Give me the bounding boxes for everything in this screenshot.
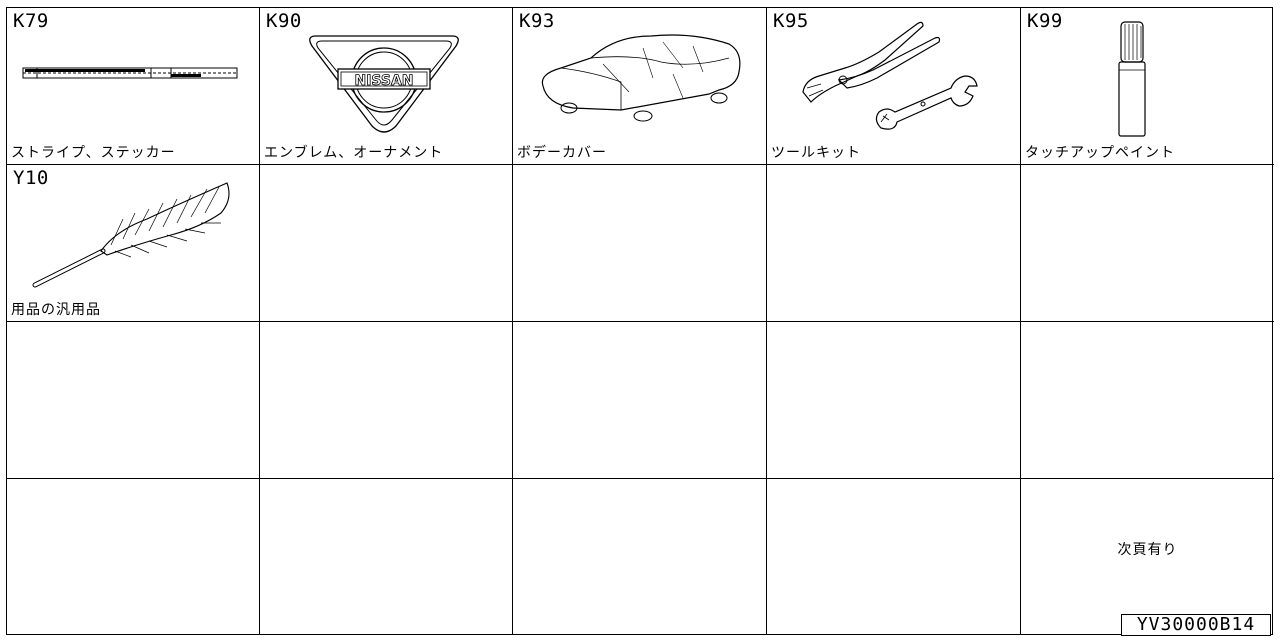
part-code: K95 [773, 10, 809, 32]
empty-cell [513, 165, 767, 322]
empty-cell [513, 479, 767, 634]
catalog-cell-y10[interactable]: Y10 用品の汎用品 [7, 165, 260, 322]
catalog-cell-k99[interactable]: K99 タッチアップペイント [1021, 8, 1274, 165]
car-cover-icon [541, 34, 741, 122]
catalog-cell-k95[interactable]: K95 ツールキット [767, 8, 1021, 165]
part-code: K90 [266, 10, 302, 32]
empty-cell [7, 479, 260, 634]
empty-cell [7, 322, 260, 479]
next-page-note: 次頁有り [1117, 542, 1178, 558]
empty-cell [513, 322, 767, 479]
empty-cell [767, 479, 1021, 634]
part-code: K99 [1027, 10, 1063, 32]
next-page-cell[interactable]: 次頁有り [1021, 479, 1274, 634]
emblem-text: NISSAN [354, 73, 413, 89]
tool-kit-icon [802, 21, 978, 130]
empty-cell [767, 322, 1021, 479]
empty-cell [767, 165, 1021, 322]
catalog-cell-k93[interactable]: K93 ボデーカバー [513, 8, 767, 165]
part-label: ストライプ、ステッカー [11, 145, 176, 161]
part-label: ボデーカバー [517, 145, 607, 161]
part-code: K79 [13, 10, 49, 32]
empty-cell [260, 165, 513, 322]
part-code: Y10 [13, 167, 49, 189]
empty-cell [260, 479, 513, 634]
parts-catalog-grid: K79 ストライプ、ステッカー K90 NISSAN エンブレム、オーナメント … [6, 7, 1274, 635]
part-label: エンブレム、オーナメント [264, 145, 444, 161]
part-code: K93 [519, 10, 555, 32]
part-label: タッチアップペイント [1025, 145, 1175, 161]
part-label: 用品の汎用品 [11, 302, 101, 318]
touch-up-paint-icon [1118, 21, 1146, 137]
part-label: ツールキット [771, 145, 861, 161]
nissan-emblem-icon: NISSAN [309, 35, 459, 133]
empty-cell [1021, 165, 1274, 322]
catalog-cell-k90[interactable]: K90 NISSAN エンブレム、オーナメント [260, 8, 513, 165]
empty-cell [1021, 322, 1274, 479]
empty-cell [260, 322, 513, 479]
feather-duster-icon [32, 182, 230, 288]
drawing-id-box: YV30000B14 [1121, 614, 1271, 636]
catalog-cell-k79[interactable]: K79 ストライプ、ステッカー [7, 8, 260, 165]
stripe-sticker-icon [22, 67, 238, 79]
